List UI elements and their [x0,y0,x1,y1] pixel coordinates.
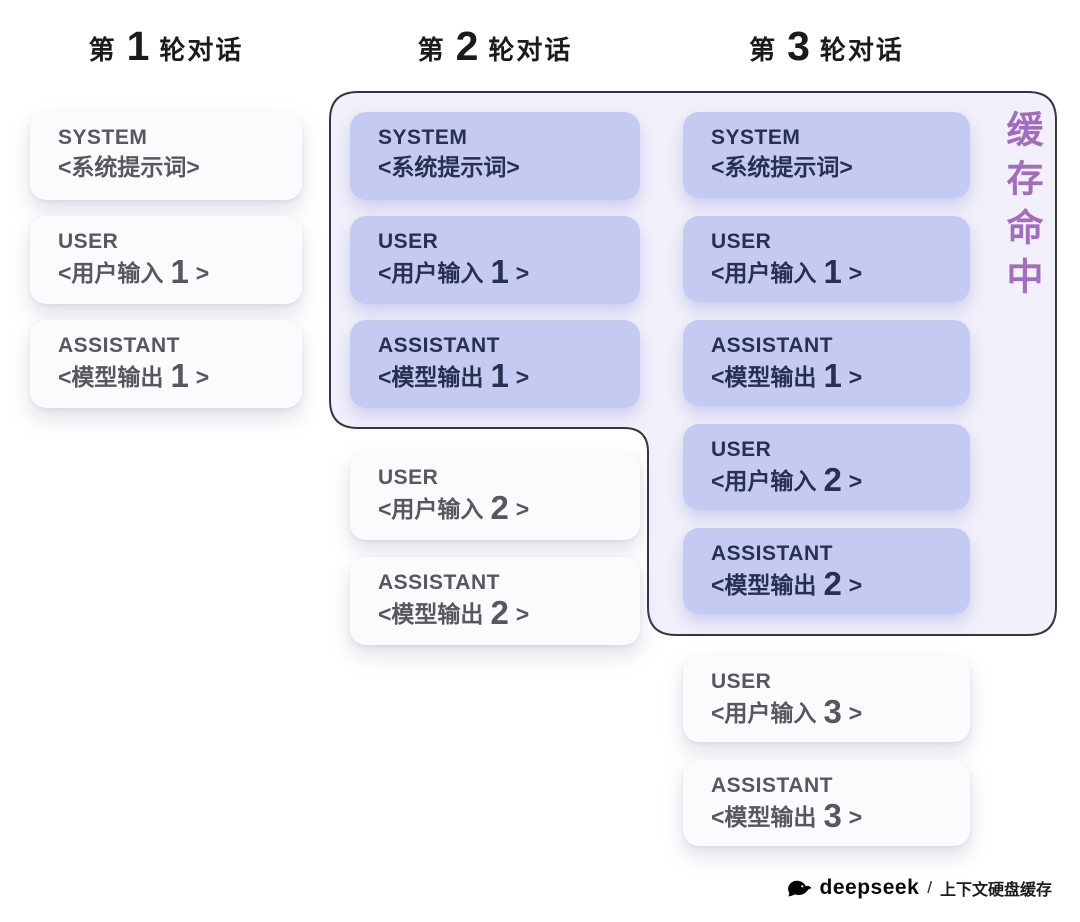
round-1-header-suffix: 轮对话 [159,34,244,65]
brand-caption: 上下文硬盘缓存 [939,882,1052,899]
round-1-header-prefix: 第 [88,34,117,65]
message-role: ASSISTANT [711,542,833,565]
round-1-header: 第 1 轮对话 [30,22,302,72]
deepseek-whale-icon [786,878,813,899]
message-role: SYSTEM [378,126,468,149]
round-2-number: 2 [455,22,479,69]
message-role: USER [378,466,439,489]
brand-name: deepseek [819,876,920,899]
brand-separator: / [927,878,932,897]
message-role: ASSISTANT [378,571,500,594]
message-content: <系统提示词> [378,154,520,181]
footer-brand: deepseek / 上下文硬盘缓存 [786,876,1052,900]
card-round1-system: SYSTEM <系统提示词> [30,112,302,200]
cache-hit-label: 缓存命中 [1001,110,1042,306]
message-role: SYSTEM [711,126,801,149]
message-role: USER [58,230,119,253]
round-3-header-prefix: 第 [749,34,778,65]
card-round3-system-cached: SYSTEM <系统提示词> [683,112,970,198]
round-3-number: 3 [787,22,810,69]
round-2-header-prefix: 第 [417,34,446,65]
round-3-header: 第 3 轮对话 [683,22,970,72]
message-role: USER [711,670,772,693]
message-content: <系统提示词> [58,154,200,181]
message-content: <系统提示词> [711,154,853,181]
round-3-header-suffix: 轮对话 [819,34,904,65]
round-2-header-suffix: 轮对话 [488,34,573,65]
message-role: SYSTEM [58,126,148,149]
message-role: USER [378,230,439,253]
message-role: USER [711,438,772,461]
round-2-header: 第 2 轮对话 [350,22,640,72]
card-round2-system-cached: SYSTEM <系统提示词> [350,112,640,200]
message-role: ASSISTANT [711,334,833,357]
message-role: ASSISTANT [378,334,500,357]
message-role: ASSISTANT [58,334,180,357]
message-role: USER [711,230,772,253]
message-role: ASSISTANT [711,774,833,797]
round-1-number: 1 [126,22,150,69]
